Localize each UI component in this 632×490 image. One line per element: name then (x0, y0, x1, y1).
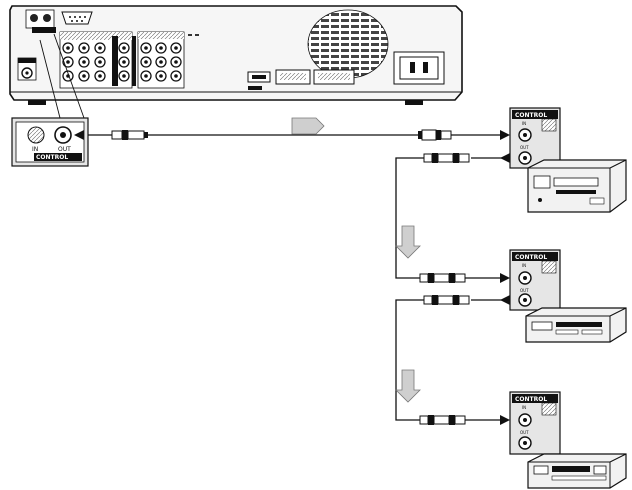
mini-plug-icon (419, 415, 466, 425)
rca-jack-icon (155, 42, 167, 54)
receiver-rear-panel (9, 5, 463, 105)
rca-jack-icon (62, 56, 74, 68)
cooling-vent-icon (307, 9, 389, 79)
jack-divider (132, 36, 136, 86)
antenna-jack-icon (17, 57, 37, 81)
vcr-icon (527, 453, 627, 489)
jack-divider (112, 36, 118, 86)
cable-device1-to-device2 (395, 153, 510, 283)
receiver-control-label: CONTROL (36, 154, 68, 161)
flow-direction-arrow-icon (395, 225, 421, 259)
device2-out-label: OUT (520, 288, 529, 293)
jack-icon (30, 14, 38, 22)
rca-jack-icon (78, 70, 90, 82)
receiver-foot (28, 100, 46, 105)
receiver-out-label: OUT (58, 146, 71, 153)
cd-player-icon (527, 159, 627, 213)
digital-connector-group (247, 69, 355, 90)
cable-device2-to-device3 (395, 295, 510, 425)
receiver-foot (405, 100, 423, 105)
device-3: CONTROL IN OUT (509, 391, 627, 489)
device3-control-label: CONTROL (515, 396, 547, 403)
arrow-head-icon (500, 130, 510, 140)
rca-jack-icon (94, 42, 106, 54)
control-in-jack-icon (27, 126, 45, 144)
mini-plug-icon (419, 273, 466, 283)
rca-jack-icon (62, 70, 74, 82)
label-dots (188, 34, 199, 36)
device1-in-label: IN (522, 121, 526, 126)
mini-plug-icon (111, 130, 148, 140)
rca-jack-icon (118, 42, 130, 54)
mini-plug-icon (423, 153, 470, 163)
device-1: CONTROL IN OUT (509, 107, 627, 213)
rca-jack-icon (94, 70, 106, 82)
ac-inlet-icon (393, 51, 445, 85)
rca-jack-icon (170, 70, 182, 82)
device-2: CONTROL IN OUT (509, 249, 627, 343)
rca-jack-icon (78, 56, 90, 68)
device1-out-label: OUT (520, 145, 529, 150)
arrow-head-icon (500, 273, 510, 283)
rca-jack-icon (170, 56, 182, 68)
rca-jack-icon (78, 42, 90, 54)
serial-port-icon (61, 11, 93, 25)
flow-direction-arrow-icon (395, 369, 421, 403)
arrow-head-icon (500, 415, 510, 425)
arrow-head-icon (74, 130, 84, 140)
jack-icon (43, 14, 51, 22)
rca-jack-icon (170, 42, 182, 54)
rca-jack-icon (140, 42, 152, 54)
rca-jack-icon (155, 56, 167, 68)
receiver-in-label: IN (32, 146, 38, 153)
device1-control-label: CONTROL (515, 112, 547, 119)
device3-in-label: IN (522, 405, 526, 410)
mini-plug-icon (423, 295, 470, 305)
rca-jack-icon (155, 70, 167, 82)
receiver-control-callout: IN OUT CONTROL (11, 33, 89, 167)
flow-direction-arrow-icon (291, 117, 325, 135)
rca-jack-icon (62, 42, 74, 54)
rca-jack-icon (118, 56, 130, 68)
mini-plug-icon (418, 129, 452, 141)
device3-out-label: OUT (520, 430, 529, 435)
rca-jack-icon (94, 56, 106, 68)
rca-jack-icon (140, 56, 152, 68)
rca-jack-icon (140, 70, 152, 82)
cassette-deck-icon (525, 307, 627, 343)
device2-control-label: CONTROL (515, 254, 547, 261)
cable-receiver-to-device1 (74, 129, 510, 141)
device2-in-label: IN (522, 263, 526, 268)
rca-jack-icon (118, 70, 130, 82)
